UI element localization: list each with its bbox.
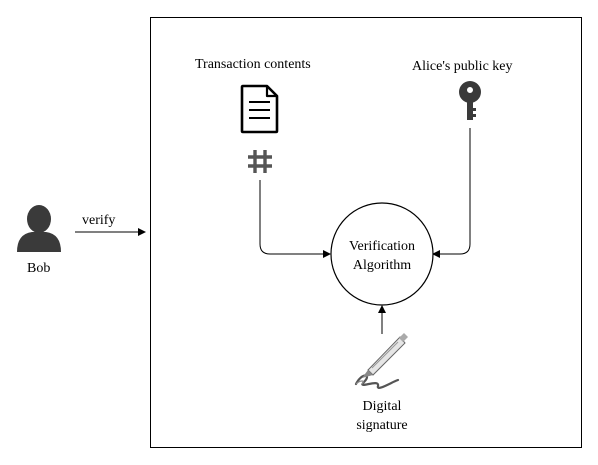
transaction-connector <box>259 180 331 258</box>
verification-label-line2: Algorithm <box>352 258 412 273</box>
signature-label-line2: signature <box>356 418 408 433</box>
hash-icon <box>248 150 272 173</box>
verification-label-line1: Verification <box>348 239 416 254</box>
document-icon <box>240 84 279 134</box>
verification-algorithm-label: Verification Algorithm <box>332 237 432 275</box>
bob-label: Bob <box>27 261 51 276</box>
digital-signature-label: Digital signature <box>342 397 422 435</box>
public-key-connector <box>432 128 471 258</box>
signature-label-line1: Digital <box>362 399 402 414</box>
transaction-contents-label: Transaction contents <box>195 57 311 72</box>
person-icon <box>17 205 61 252</box>
verify-label: verify <box>82 213 116 228</box>
fountain-pen-icon <box>354 333 408 389</box>
verification-frame <box>150 17 582 448</box>
public-key-label: Alice's public key <box>412 59 513 74</box>
key-icon <box>459 81 481 120</box>
